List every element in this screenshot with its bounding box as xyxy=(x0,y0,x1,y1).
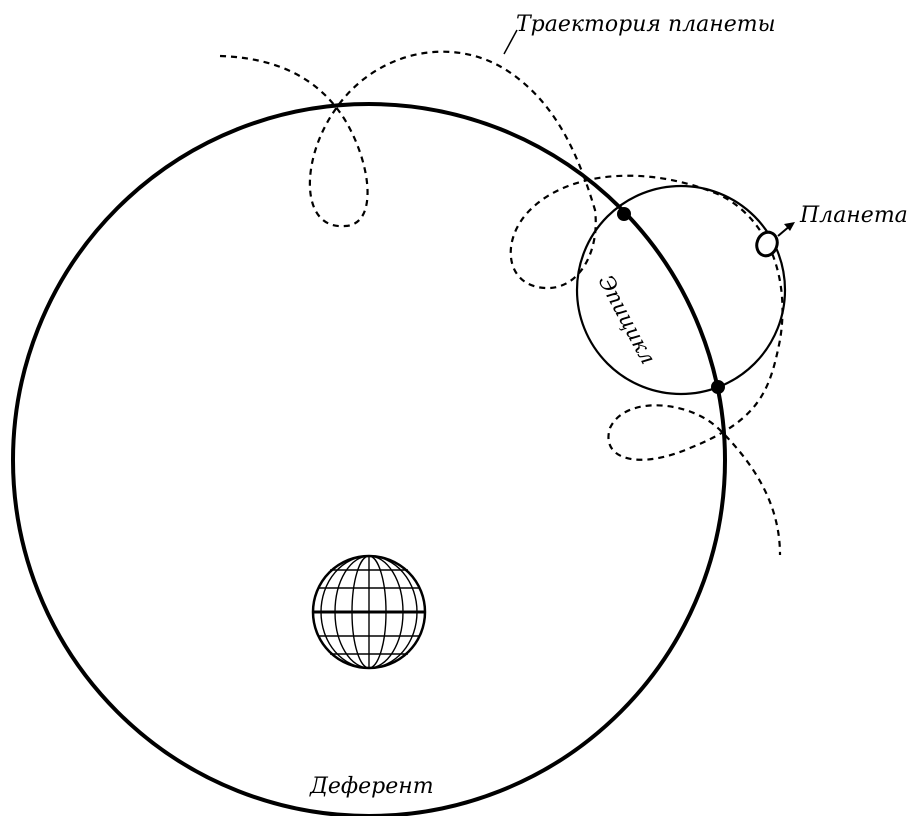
globe-icon xyxy=(313,556,425,668)
planet-trajectory xyxy=(220,52,783,555)
planet-marker xyxy=(753,222,795,259)
intersection-point-bottom xyxy=(711,380,725,394)
planet-icon xyxy=(753,229,780,258)
trajectory-label: Траектория планеты xyxy=(516,12,776,37)
trajectory-path xyxy=(220,52,783,555)
planet-label: Планета xyxy=(799,203,908,228)
intersection-point-top xyxy=(617,207,631,221)
epicycle-label: Эпицикл xyxy=(594,271,661,368)
deferent-label: Деферент xyxy=(309,774,434,799)
